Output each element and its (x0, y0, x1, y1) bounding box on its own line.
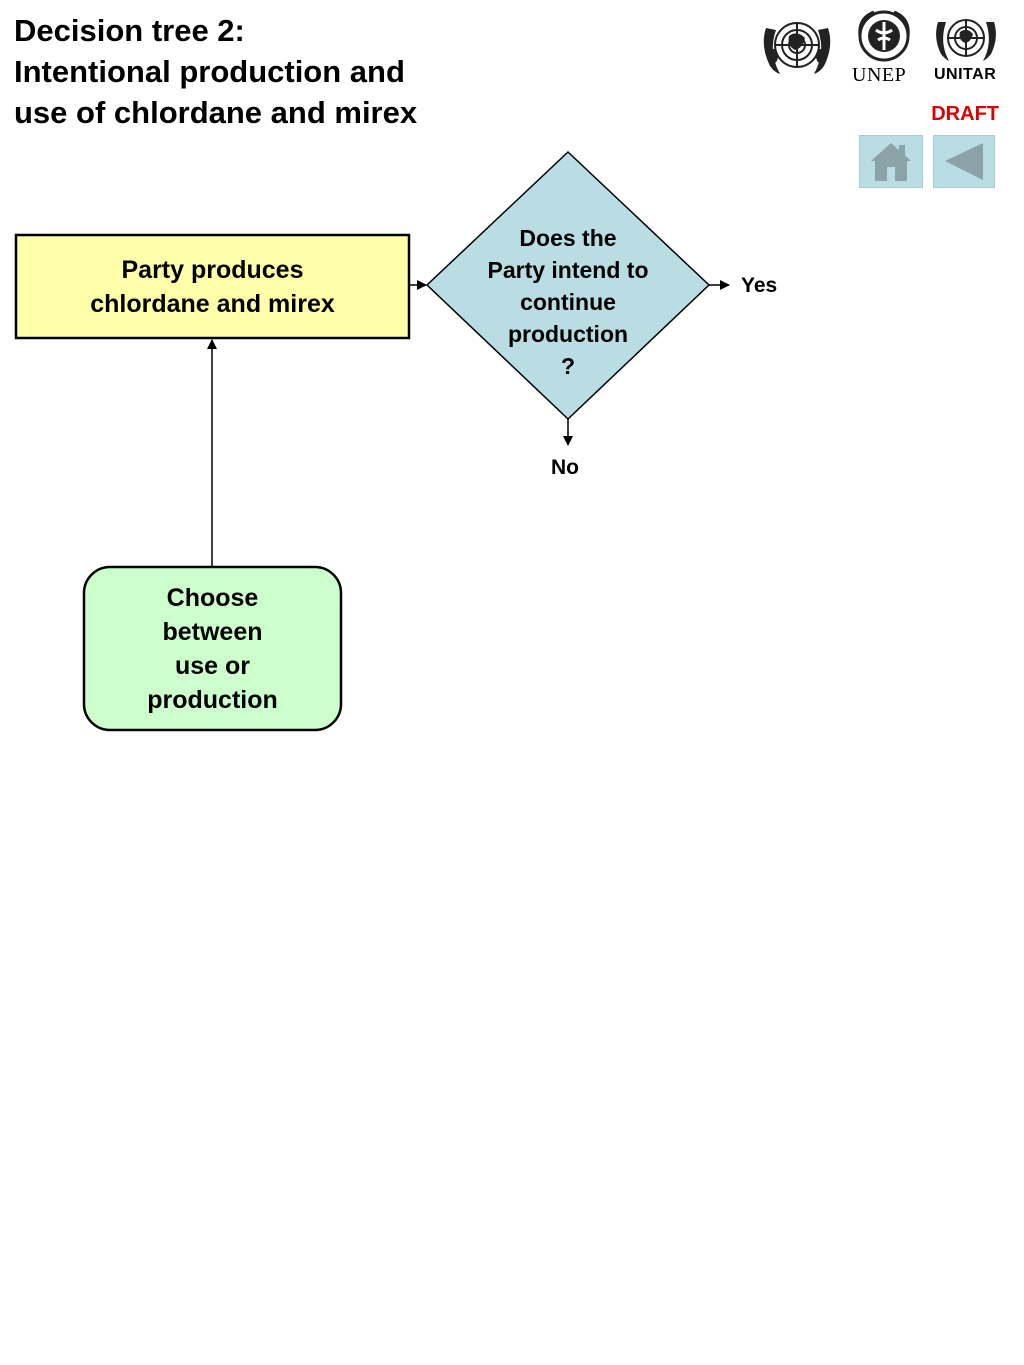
decision-node-line-1: Does the (519, 225, 617, 251)
back-button[interactable] (933, 135, 995, 188)
choose-node-line-4: production (147, 686, 278, 714)
start-node-line-1: Party produces (121, 256, 304, 284)
unep-emblem-logo (858, 10, 910, 62)
home-button[interactable] (859, 135, 923, 188)
start-node-label: Party produces chlordane and mirex (16, 253, 409, 321)
logo-group: UNEP UNITAR (752, 6, 1012, 96)
decision-node-line-3: continue (520, 289, 616, 315)
start-node-line-2: chlordane and mirex (90, 290, 335, 318)
title-line-1: Decision tree 2: (14, 13, 245, 48)
decision-node-line-5: ? (560, 353, 576, 379)
unitar-caption: UNITAR (934, 66, 997, 83)
no-edge-label: No (551, 456, 579, 479)
unep-caption: UNEP (852, 64, 907, 86)
choose-node-line-3: use or (174, 652, 251, 680)
choose-node-line-1: Choose (166, 584, 259, 612)
decision-node-line-2: Party intend to (487, 257, 649, 283)
start-node-box (14, 233, 411, 340)
yes-edge-label: Yes (741, 274, 778, 297)
home-icon (871, 143, 911, 181)
decision-node-label: Does the Party intend to continue produc… (458, 222, 678, 382)
decision-node-line-4: production (507, 321, 629, 347)
page-title: Decision tree 2: Intentional production … (14, 10, 494, 133)
title-line-3: use of chlordane and mirex (14, 95, 418, 130)
choose-node-label: Choose between use or production (84, 581, 341, 717)
un-emblem-logo (763, 22, 831, 74)
title-line-2: Intentional production and (14, 54, 405, 89)
choose-node-line-2: between (162, 618, 263, 646)
unitar-emblem-logo (936, 19, 996, 61)
draft-status-label: DRAFT (931, 103, 999, 125)
back-triangle-icon (945, 143, 983, 180)
